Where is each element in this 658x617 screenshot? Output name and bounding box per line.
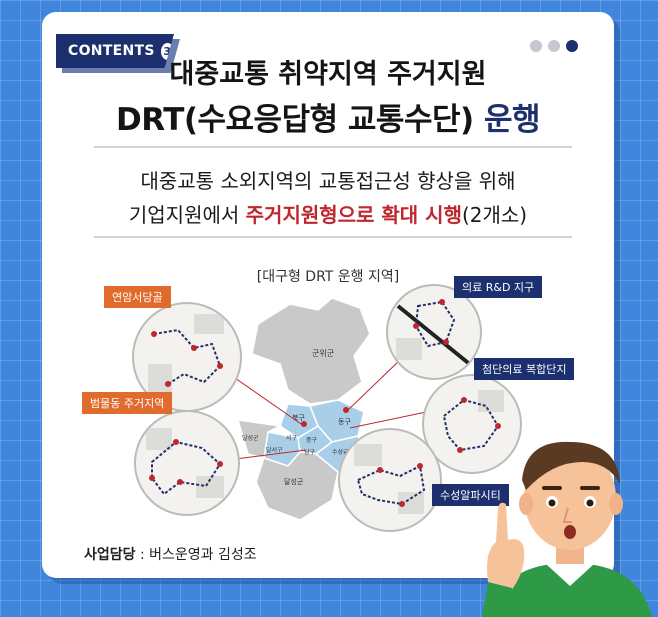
subtitle-line-2: 기업지원에서 주거지원형으로 확대 시행(2개소) xyxy=(42,199,614,228)
map-label-buk: 북구 xyxy=(292,414,305,422)
badge-label: CONTENTS xyxy=(68,43,155,59)
map-label-dalseong-west: 달성군 xyxy=(242,434,259,442)
footer-label: 사업담당 xyxy=(84,547,136,563)
title-line-2-highlight: 운행 xyxy=(483,102,541,138)
map-label-dalseo: 달서구 xyxy=(266,446,283,454)
title-line-2: DRT(수요응답형 교통수단) 운행 xyxy=(42,94,614,139)
subtitle-line-2-c: (2개소) xyxy=(461,203,528,227)
route-beommul xyxy=(146,428,224,498)
divider-top xyxy=(94,146,572,148)
callout-medical-rd: 의료 R&D 지구 xyxy=(454,276,543,298)
page-indicator xyxy=(530,40,578,52)
map-detail-medical-complex xyxy=(422,374,522,474)
page-dot-active xyxy=(566,40,578,52)
divider-bottom xyxy=(94,236,572,238)
callout-suseong-alpha: 수성알파시티 xyxy=(432,484,509,506)
map-detail-beommul xyxy=(134,410,240,516)
map-label-seo: 서구 xyxy=(286,434,298,442)
map-label-dong: 동구 xyxy=(338,418,351,426)
map-label-gunwi: 군위군 xyxy=(312,349,334,358)
title-line-1: 대중교통 취약지역 주거지원 xyxy=(169,59,487,90)
drt-point-dong xyxy=(343,407,349,413)
route-medical-rd xyxy=(396,299,474,368)
footer-contact: 사업담당 : 버스운영과 김성조 xyxy=(84,544,257,564)
region-dalseong-west xyxy=(236,419,283,459)
subtitle-line-2-a: 기업지원에서 xyxy=(128,203,246,227)
map-detail-medical-rd xyxy=(386,284,482,380)
callout-medical-complex: 첨단의료 복합단지 xyxy=(474,358,575,380)
map-detail-suseong-alpha xyxy=(338,428,442,532)
map-label-suseong: 수성구 xyxy=(332,448,349,456)
map-label-dalseong-south: 달성군 xyxy=(284,477,304,486)
map-detail-yeonam xyxy=(132,302,242,412)
route-medical-complex xyxy=(442,390,504,453)
map-caption: [대구형 DRT 운행 지역] xyxy=(256,269,400,285)
map-label-jung: 중구 xyxy=(306,437,318,444)
content-card: CONTENTS 3 대중교통 취약지역 주거지원 DRT(수요응답형 교통수단… xyxy=(42,12,614,578)
subtitle-highlight: 주거지원형으로 확대 시행 xyxy=(245,203,462,227)
contents-badge: CONTENTS 3 xyxy=(56,34,174,68)
page-dot xyxy=(548,40,560,52)
callout-beommul: 범물동 주거지역 xyxy=(82,392,173,414)
title-line-2-main: DRT(수요응답형 교통수단) xyxy=(115,102,484,138)
page-dot xyxy=(530,40,542,52)
region-dalseong-south xyxy=(255,451,339,521)
footer-value: : 버스운영과 김성조 xyxy=(135,547,257,563)
callout-yeonam: 연암서당골 xyxy=(104,286,171,308)
subtitle-line-1: 대중교통 소외지역의 교통접근성 향상을 위해 xyxy=(140,169,516,193)
region-gunwi xyxy=(251,297,371,405)
character-illustration xyxy=(482,441,652,617)
route-suseong-alpha xyxy=(354,444,426,514)
daegu-map: 군위군 동구 북구 서구 중구 남구 달서구 수성구 달성군 달성군 xyxy=(236,297,371,521)
route-yeonam xyxy=(148,314,224,394)
map-label-nam: 남구 xyxy=(304,448,316,456)
